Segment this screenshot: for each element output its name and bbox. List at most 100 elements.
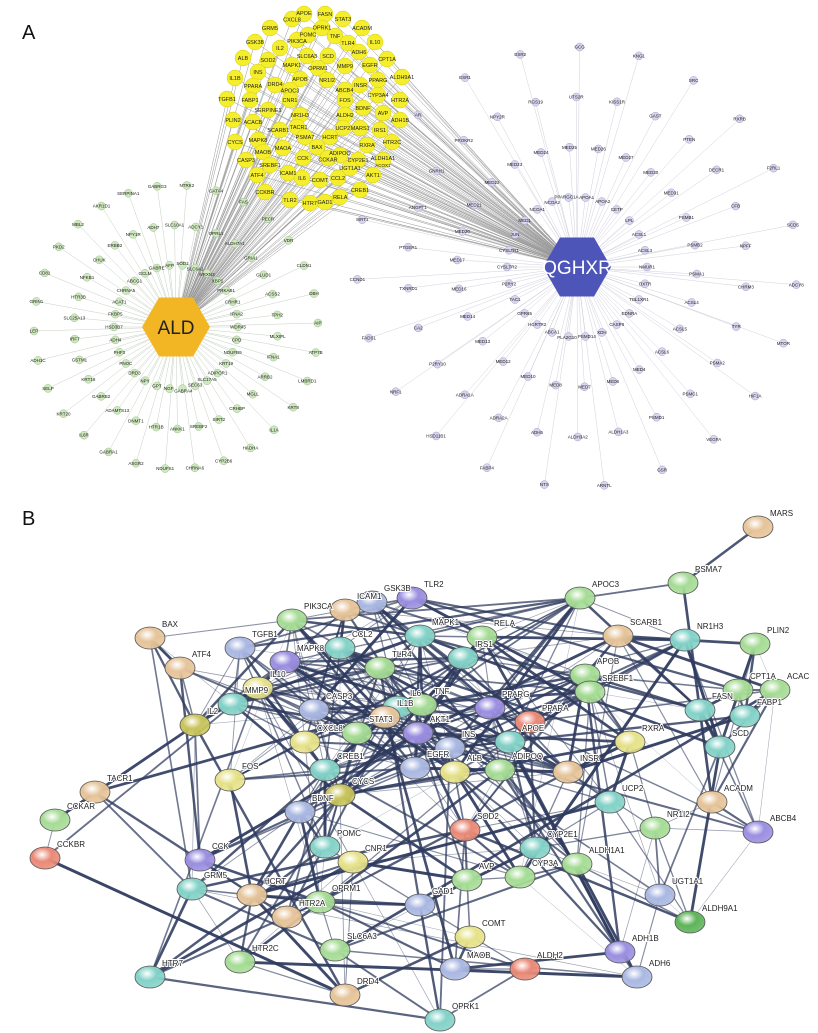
node-label: HADHA (243, 445, 259, 450)
qghxr-shared-edge (303, 13, 578, 268)
node-label: SREBF2 (190, 424, 208, 429)
node-label: HIF1A (749, 394, 762, 399)
ald-target-node-circle (228, 297, 237, 307)
protein-node-sphere (406, 693, 438, 717)
node-label: MAPK8 (249, 138, 268, 144)
protein-node-label: STAT3 (369, 715, 393, 724)
node-label: SRC (689, 78, 699, 83)
protein-node-sphere (184, 848, 216, 872)
ald-target-node-circle (115, 347, 124, 357)
node-label: OPRL1 (209, 231, 224, 236)
qghxr-edge (576, 266, 784, 344)
qghxr-target-node-circle (478, 336, 487, 346)
panel-a-nodes (29, 5, 801, 490)
node-label: SCD5 (787, 222, 800, 227)
ald-target-node-circle (32, 297, 41, 306)
protein-node-label: CCK (212, 842, 230, 851)
node-label: GABRA1 (99, 450, 118, 455)
qghxr-target-node-circle (741, 241, 750, 251)
node-label: CHRM3 (738, 284, 754, 289)
qghxr-edge (576, 266, 605, 486)
interaction-edge (199, 793, 341, 862)
shared-target-node-circle (326, 27, 344, 45)
shared-target-node-circle (271, 39, 289, 57)
ald-target-node-circle (131, 458, 141, 468)
protein-node-sphere (29, 846, 61, 870)
node-label: MED24 (534, 150, 550, 155)
qghxr-target-node-circle (532, 205, 542, 214)
qghxr-edge (576, 47, 580, 268)
interaction-edge (194, 647, 241, 726)
protein-node-sphere (454, 925, 486, 949)
qghxr-shared-edge (357, 159, 578, 268)
interaction-edge (334, 904, 421, 951)
protein-node-sphere (696, 790, 728, 814)
ald-shared-edge (175, 119, 234, 328)
ald-target-node-circle (82, 273, 92, 282)
node-label: NGF (164, 386, 174, 391)
interaction-edge (454, 968, 638, 978)
ald-target-node-circle (233, 322, 243, 332)
shared-target-node-circle (281, 191, 299, 209)
node-label: MGLL (247, 392, 260, 397)
node-label: DBH (309, 291, 319, 296)
ald-target-node-circle (128, 230, 138, 239)
protein-node-sphere (364, 656, 396, 680)
interaction-edge (94, 705, 399, 794)
node-label: TGFB1 (218, 97, 236, 103)
qghxr-target-node-circle (504, 245, 514, 255)
qghxr-target-node-circle (750, 391, 760, 401)
qghxr-target-node-circle (504, 279, 514, 289)
interaction-edge (411, 596, 591, 694)
protein-node-sphere (722, 678, 754, 702)
interaction-edge (352, 847, 536, 863)
shared-target-node-circle (281, 91, 299, 109)
qghxr-target-node-circle (547, 197, 557, 206)
node-label: DNMT1 (128, 418, 144, 423)
node-label: PPARGC1A (554, 194, 578, 199)
protein-node-sphere (324, 636, 356, 660)
node-label: ALDH3A2 (568, 435, 589, 440)
ald-target-node-circle (273, 331, 282, 341)
ald-target-node-circle (152, 263, 162, 273)
shared-target-node-circle (358, 136, 376, 154)
ald-shared-edge (175, 157, 304, 328)
node-label: CYSLTR2 (497, 265, 517, 270)
interaction-edge (339, 794, 346, 996)
protein-node-sphere (217, 692, 249, 716)
node-label: CCKBR (255, 190, 274, 196)
qghxr-target-node-circle (460, 73, 470, 82)
qghxr-target-node-circle (575, 42, 584, 52)
node-label: NTRK2 (179, 183, 194, 188)
ald-target-node-circle (70, 313, 79, 323)
node-label: OPRK1 (313, 26, 332, 32)
protein-node-label: AVP (479, 862, 494, 871)
ald-shared-edge (175, 201, 326, 328)
ald-target-node-circle (309, 289, 319, 298)
qghxr-shared-edge (359, 189, 578, 268)
interaction-edge (299, 811, 521, 878)
ald-target-node-circle (74, 292, 83, 302)
ald-shared-edge (175, 189, 361, 328)
ald-target-node-circle (259, 270, 268, 280)
protein-node-label: CNR1 (365, 844, 387, 853)
interaction-edge (416, 732, 467, 831)
ald-shared-edge (175, 202, 311, 328)
interaction-edge (609, 801, 691, 923)
qghxr-target-node-circle (391, 387, 400, 396)
interaction-edge (229, 709, 315, 781)
interaction-edge (291, 618, 421, 638)
shared-target-node-circle (393, 68, 411, 86)
interaction-edge (304, 741, 321, 903)
node-label: CASP3 (237, 158, 255, 164)
ald-target-node-circle (191, 222, 201, 232)
node-label: NR1I2 (319, 78, 335, 84)
qghxr-target-node-circle (731, 201, 740, 211)
protein-node-label: POMC (337, 829, 361, 838)
qghxr-edge (520, 54, 578, 268)
qghxr-target-node-circle (551, 380, 560, 390)
interaction-edge (379, 667, 491, 709)
ald-target-node-circle (170, 220, 179, 230)
qghxr-target-node-circle (634, 230, 644, 239)
protein-node-label: HTR7 (162, 959, 183, 968)
